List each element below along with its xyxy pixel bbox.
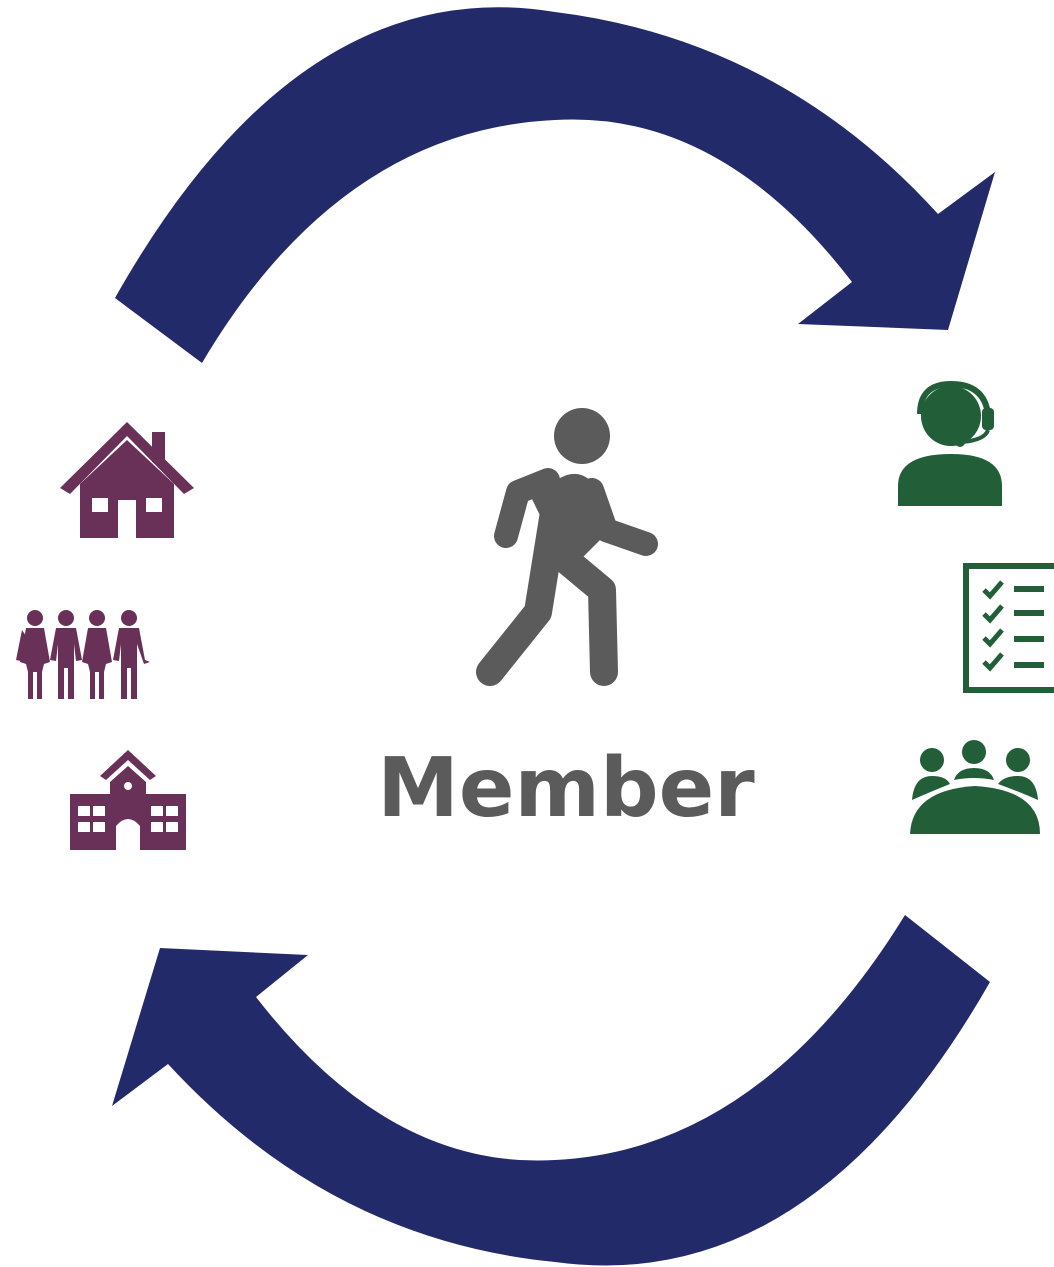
top-arc-arrow — [115, 7, 995, 363]
house-icon — [60, 422, 194, 538]
walking-person-front-arm — [580, 478, 658, 556]
walking-person-front-leg — [552, 546, 618, 686]
walking-person-back-arm — [494, 468, 560, 548]
walking-person-head — [554, 408, 610, 464]
family-icon — [16, 610, 150, 699]
school-icon — [70, 750, 186, 850]
walking-person-back-leg — [476, 486, 570, 686]
group-meeting-icon — [910, 740, 1040, 834]
bottom-arc-arrow — [112, 915, 990, 1266]
member-label: Member — [377, 741, 755, 836]
walking-person-icon — [476, 408, 658, 686]
headset-agent-icon — [898, 380, 1002, 506]
checklist-icon — [963, 563, 1054, 693]
